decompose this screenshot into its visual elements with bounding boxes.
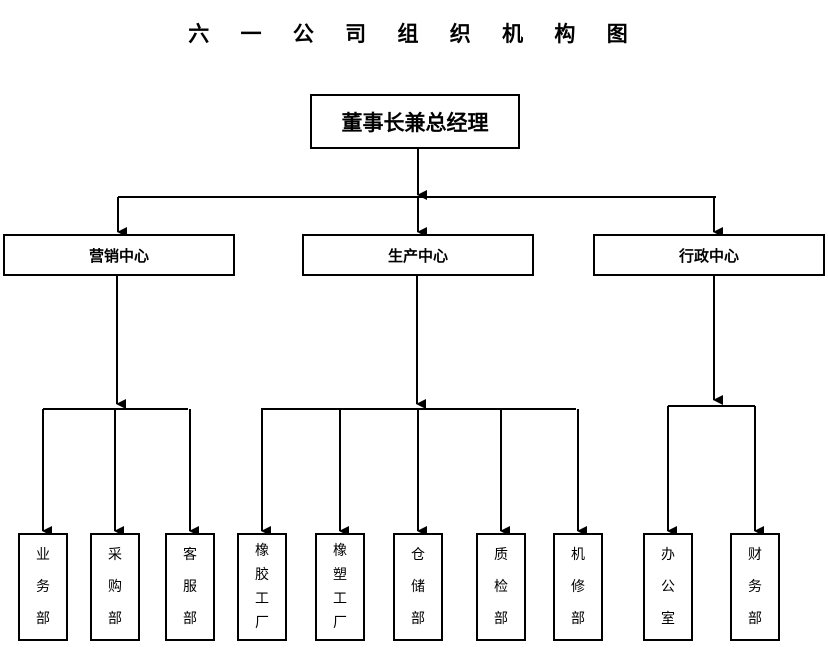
department-label-char: 购 (108, 579, 122, 595)
center-admin: 行政中心 (593, 234, 825, 276)
department-label-char: 修 (571, 579, 585, 595)
department-label-char: 采 (108, 547, 122, 563)
department-label-char: 服 (183, 579, 197, 595)
department-node: 办公室 (643, 533, 693, 641)
department-label-char: 室 (661, 611, 675, 627)
department-label-char: 胶 (255, 567, 269, 583)
department-node: 机修部 (553, 533, 603, 641)
department-node: 客服部 (165, 533, 215, 641)
department-node: 橡塑工厂 (315, 533, 365, 641)
department-label-char: 公 (661, 579, 675, 595)
department-label-char: 塑 (333, 567, 347, 583)
center-production: 生产中心 (302, 234, 534, 276)
department-label-char: 储 (411, 579, 425, 595)
department-label-char: 部 (571, 611, 585, 627)
department-label-char: 业 (36, 547, 50, 563)
department-label-char: 办 (661, 547, 675, 563)
diagram-title: 六 一 公 司 组 织 机 构 图 (188, 22, 640, 46)
center-marketing: 营销中心 (3, 234, 235, 276)
department-label-char: 务 (748, 579, 762, 595)
department-label-char: 财 (748, 547, 762, 563)
department-node: 橡胶工厂 (237, 533, 287, 641)
department-label-char: 检 (494, 579, 508, 595)
department-label-char: 质 (494, 547, 508, 563)
department-label-char: 部 (108, 611, 122, 627)
root-label: 董事长兼总经理 (341, 110, 489, 135)
department-label-char: 部 (183, 611, 197, 627)
center-label: 行政中心 (678, 246, 739, 265)
root-node: 董事长兼总经理 (310, 94, 520, 149)
department-label-char: 工 (333, 591, 347, 607)
department-node: 业务部 (18, 533, 68, 641)
department-label-char: 部 (411, 611, 425, 627)
department-label-char: 橡 (255, 543, 269, 559)
department-label-char: 厂 (333, 615, 347, 631)
department-label-char: 机 (571, 547, 585, 563)
department-node: 采购部 (90, 533, 140, 641)
department-label-char: 部 (494, 611, 508, 627)
department-label-char: 仓 (411, 547, 425, 563)
department-label-char: 部 (748, 611, 762, 627)
department-node: 质检部 (476, 533, 526, 641)
department-label-char: 部 (36, 611, 50, 627)
department-node: 仓储部 (393, 533, 443, 641)
center-label: 生产中心 (387, 246, 448, 265)
department-label-char: 厂 (255, 615, 269, 631)
department-label-char: 橡 (333, 543, 347, 559)
department-label-char: 工 (255, 591, 269, 607)
center-label: 营销中心 (88, 246, 149, 265)
department-node: 财务部 (730, 533, 780, 641)
department-label-char: 务 (36, 579, 50, 595)
department-label-char: 客 (183, 547, 197, 563)
